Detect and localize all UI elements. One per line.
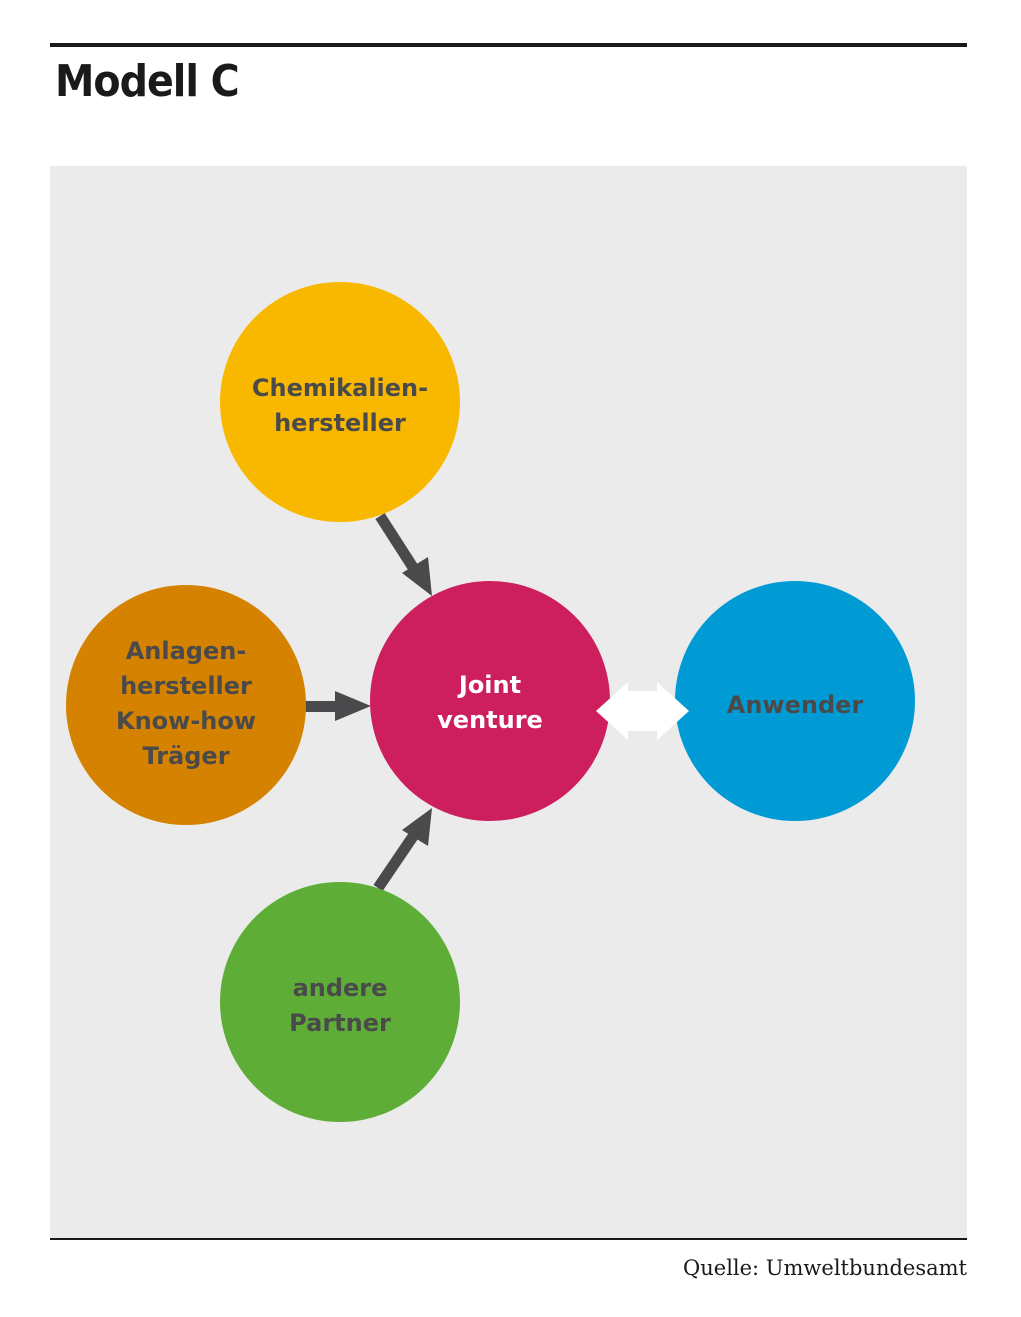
node-anlagenhersteller: [66, 585, 306, 825]
node-anwender: [675, 581, 915, 821]
arrow-head-partner: [402, 808, 432, 846]
label-anwender: Anwender: [727, 691, 864, 719]
node-andere-partner: [220, 882, 460, 1122]
arrow-anlagen-to-jv: [305, 701, 341, 712]
arrow-head-anlagen: [335, 691, 371, 721]
label-partner-1: andere: [293, 974, 388, 1002]
label-chem-1: Chemikalien-: [252, 374, 428, 402]
source-note: Quelle: Umweltbundesamt: [683, 1256, 967, 1280]
label-anlagen-2: hersteller: [120, 672, 252, 700]
bottom-rule: [50, 1238, 967, 1240]
label-jv-1: Joint: [457, 671, 521, 699]
node-chemikalienhersteller: [220, 282, 460, 522]
label-chem-2: hersteller: [274, 409, 406, 437]
label-anlagen-3: Know-how: [116, 707, 256, 735]
node-joint-venture: [370, 581, 610, 821]
label-jv-2: venture: [437, 706, 543, 734]
label-partner-2: Partner: [289, 1009, 391, 1037]
top-rule: [50, 43, 967, 47]
label-anlagen-4: Träger: [142, 742, 229, 770]
double-arrow-jv-anwender: [596, 682, 689, 740]
arrow-head-chem: [402, 557, 432, 596]
arrow-partner-to-jv: [373, 828, 421, 892]
page-title: Modell C: [55, 56, 240, 107]
arrow-chem-to-jv: [375, 513, 421, 575]
label-anlagen-1: Anlagen-: [126, 637, 247, 665]
